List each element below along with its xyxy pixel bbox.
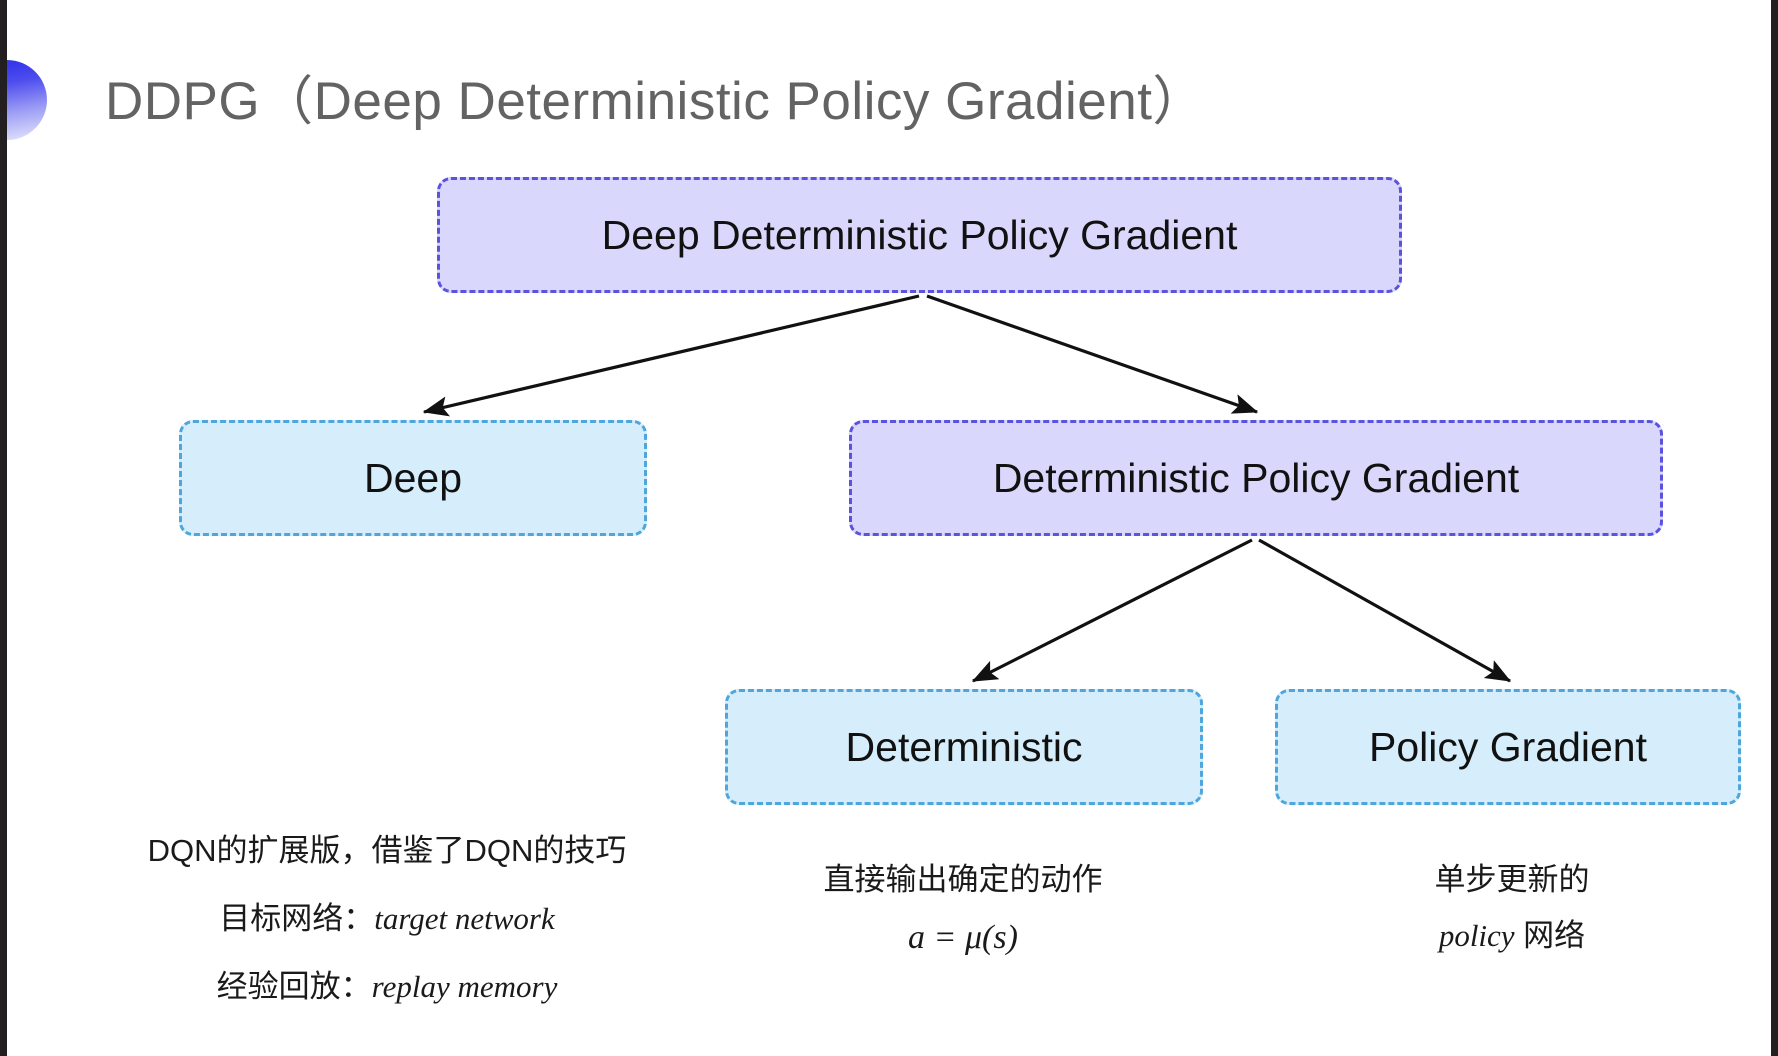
- caption-deep-line-1: DQN的扩展版，借鉴了DQN的技巧: [147, 833, 627, 868]
- caption-deep-replay-memory: replay memory: [371, 969, 558, 1005]
- node-policy-gradient[interactable]: Policy Gradient: [1275, 689, 1741, 805]
- node-deterministic-policy-gradient[interactable]: Deterministic Policy Gradient: [849, 420, 1663, 536]
- edge-root-to-deep: [422, 294, 920, 417]
- node-root[interactable]: Deep Deterministic Policy Gradient: [437, 177, 1402, 293]
- caption-deep: DQN的扩展版，借鉴了DQN的技巧 目标网络：target network 经验…: [107, 827, 667, 1011]
- node-deep[interactable]: Deep: [179, 420, 647, 536]
- caption-deep-line-2-label: 目标网络：: [219, 901, 375, 937]
- caption-deep-line-2: 目标网络：target network: [107, 895, 667, 943]
- edge-root-to-dpg: [926, 294, 1259, 414]
- caption-deep-line-3-label: 经验回放：: [216, 969, 372, 1005]
- edge-dpg-to-policy-gradient: [1258, 538, 1512, 683]
- caption-deterministic-formula: a = μ(s): [908, 919, 1018, 957]
- caption-deterministic-line-1: 直接输出确定的动作: [823, 862, 1103, 897]
- caption-policy-gradient-suffix: 网络: [1514, 918, 1586, 954]
- node-deterministic[interactable]: Deterministic: [725, 689, 1203, 805]
- caption-policy-gradient-line-1: 单步更新的: [1434, 862, 1590, 897]
- caption-deterministic: 直接输出确定的动作 a = μ(s): [713, 856, 1213, 965]
- caption-policy-gradient-emphasis: policy: [1438, 918, 1515, 954]
- caption-policy-gradient-line-2: policy 网络: [1302, 912, 1722, 960]
- half-circle-gradient-icon: [7, 60, 47, 140]
- caption-deep-line-3: 经验回放：replay memory: [107, 963, 667, 1011]
- caption-policy-gradient: 单步更新的 policy 网络: [1302, 856, 1722, 960]
- caption-deep-target-network: target network: [374, 901, 555, 937]
- edge-dpg-to-deterministic: [971, 538, 1253, 683]
- page-title: DDPG（Deep Deterministic Policy Gradient）: [105, 72, 1206, 131]
